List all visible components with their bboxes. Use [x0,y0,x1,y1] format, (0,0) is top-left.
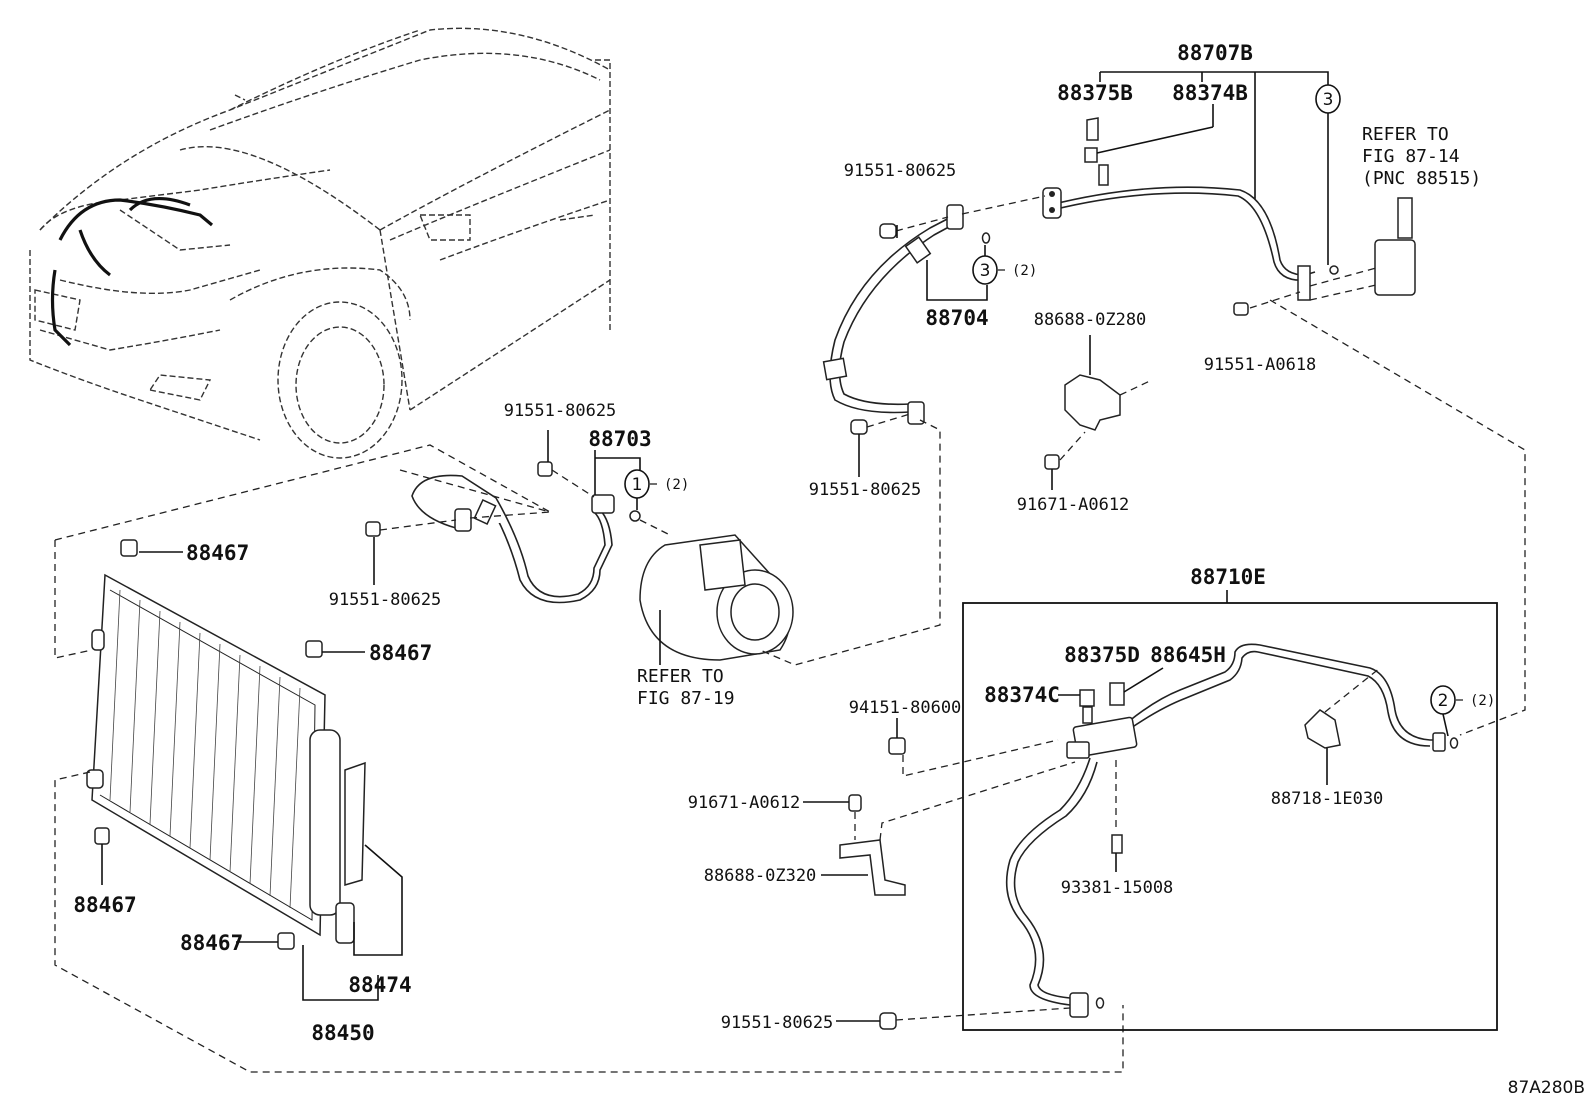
label-88704: 88704 [925,306,988,330]
label-88645H: 88645H [1150,643,1226,667]
label-88374C: 88374C [984,683,1060,707]
label-91671-A0612: 91671-A0612 [1017,495,1130,515]
callout-number: 1 [632,475,643,495]
label-88375D: 88375D [1064,643,1140,667]
callout-1: 1 (2) [624,469,689,510]
label-88688-0Z320: 88688-0Z320 [704,866,817,886]
label-91551-80625: 91551-80625 [721,1013,834,1033]
callout-qty: (2) [1470,693,1495,709]
callout-3-top: 3 [1315,84,1341,114]
lower-fasteners [803,718,1076,1030]
callout-2: 2 (2) [1430,685,1495,737]
label-88710E: 88710E [1190,565,1266,589]
label-88375B: 88375B [1057,81,1133,105]
label-88450: 88450 [311,1021,374,1045]
label-88467: 88467 [180,931,243,955]
bracket-88688-0Z280 [1044,335,1153,490]
diagram-id: 87A280B [1508,1078,1585,1098]
label-88467: 88467 [186,541,249,565]
routing-line-b [1269,299,1526,736]
label-91551-80625: 91551-80625 [809,480,922,500]
callout-qty: (2) [664,477,689,493]
vehicle-outline [29,27,611,459]
pipe-88707B-group [1042,71,1416,316]
label-88688-0Z280: 88688-0Z280 [1034,310,1147,330]
label-88474: 88474 [348,973,411,997]
label-88467: 88467 [73,893,136,917]
label-94151-80600: 94151-80600 [849,698,962,718]
label-pnc-88515: (PNC 88515) [1362,168,1481,189]
label-88707B: 88707B [1177,41,1253,65]
label-88467: 88467 [369,641,432,665]
label-fig-87-14: FIG 87-14 [1362,146,1460,167]
label-88703: 88703 [588,427,651,451]
label-91551-A0618: 91551-A0618 [1204,355,1317,375]
callout-3-mid: 3 (2) [972,245,1037,285]
label-refer-to: REFER TO [637,666,724,687]
pipe-88710E-group [962,590,1498,1031]
callout-number: 2 [1438,691,1449,711]
label-91551-80625: 91551-80625 [844,161,957,181]
condenser-88450-group [54,444,1124,1073]
part-labels: 88707B 88375B 88374B REFER TO FIG 87-14 … [73,41,1585,1098]
label-91551-80625: 91551-80625 [329,590,442,610]
pipe-88704-group [822,195,1046,477]
label-refer-to: REFER TO [1362,124,1449,145]
label-91551-80625: 91551-80625 [504,401,617,421]
label-91671-A0612: 91671-A0612 [688,793,801,813]
callout-qty: (2) [1012,263,1037,279]
compressor-88703-group [365,430,794,665]
label-88374B: 88374B [1172,81,1248,105]
label-fig-87-19: FIG 87-19 [637,688,735,709]
label-93381-15008: 93381-15008 [1061,878,1174,898]
label-88718-1E030: 88718-1E030 [1271,789,1384,809]
callout-number: 3 [1323,90,1334,110]
routing-line-a [759,419,941,666]
callout-number: 3 [980,261,991,281]
